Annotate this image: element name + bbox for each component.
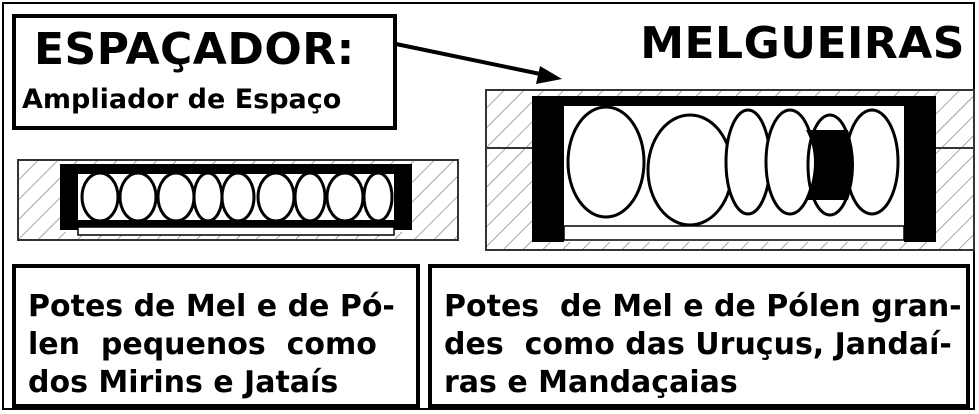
small-super-floor [77,226,395,236]
diagram-heading: MELGUEIRAS [640,18,965,69]
spacer-callout: ESPAÇADOR: Ampliador de Espaço [12,14,397,130]
large-super-lid [532,96,936,106]
caption-line: ras e Mandaçaias [444,365,738,400]
large-pot-1 [566,105,646,219]
small-pot-3 [156,171,196,223]
caption-line: dos Mirins e Jataís [28,365,339,400]
small-pot-5 [220,171,256,223]
callout-arrow [395,42,562,84]
small-pot-9 [362,171,394,223]
callout-subtitle: Ampliador de Espaço [22,84,342,115]
small-honey-pots [80,171,394,223]
caption-line: des como das Uruçus, Jandaí- [444,327,952,362]
small-super-lid [60,164,412,174]
small-pot-7 [293,171,327,223]
large-pot-2 [646,113,734,227]
caption-small-pots: Potes de Mel e de Pó- len pequenos como … [12,264,420,408]
small-pot-8 [325,171,365,223]
small-honey-super [17,159,459,241]
small-pot-1 [80,171,120,223]
caption-line: len pequenos como [28,327,377,362]
small-pot-2 [118,171,158,223]
caption-line: Potes de Mel e de Pólen gran- [444,289,962,324]
callout-title: ESPAÇADOR: [34,24,355,75]
large-super-floor [563,225,905,241]
caption-large-pots: Potes de Mel e de Pólen gran- des como d… [428,264,970,408]
dark-pot [806,130,854,200]
small-pot-4 [192,171,224,223]
large-honey-super [485,89,975,251]
small-pot-6 [256,171,296,223]
large-pot-3 [724,108,772,216]
caption-line: Potes de Mel e de Pó- [28,289,395,324]
